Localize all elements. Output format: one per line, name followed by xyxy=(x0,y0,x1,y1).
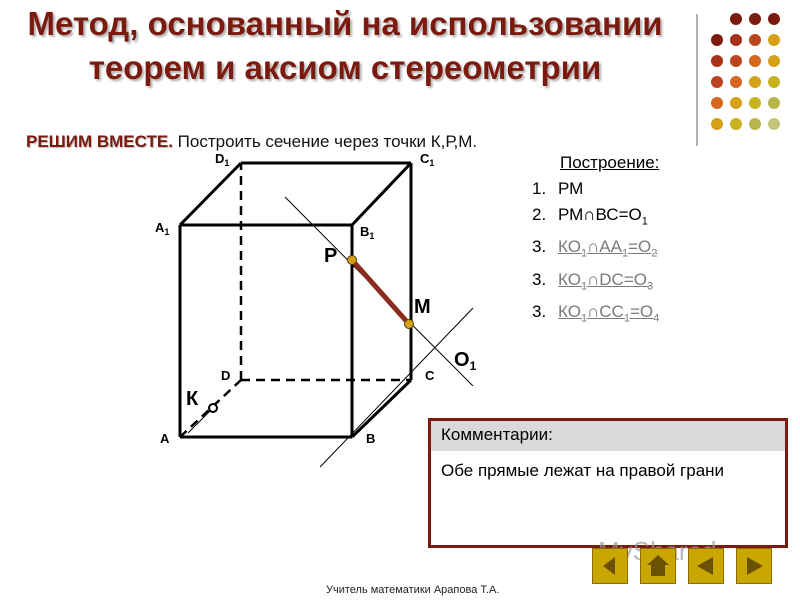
next-arrow-icon xyxy=(747,557,763,575)
step-3a[interactable]: 3.КО1∩АА1=О2 xyxy=(532,237,658,260)
edge-a1d1 xyxy=(178,161,243,227)
footer-author: Учитель математики Арапова Т.А. xyxy=(326,584,500,596)
decorative-dot xyxy=(749,34,761,46)
step-3a-link[interactable]: КО1∩АА1=О2 xyxy=(558,237,658,260)
step-2: 2.РМ∩ВС=О1 xyxy=(532,205,648,228)
cube-visible-edges xyxy=(178,161,413,439)
back-arrow-icon xyxy=(603,557,615,575)
label-o1: О1 xyxy=(454,349,477,373)
decorative-dot xyxy=(768,76,780,88)
decorative-dot xyxy=(749,76,761,88)
decorative-dot xyxy=(730,118,742,130)
label-d: D xyxy=(221,368,230,383)
edge-bc xyxy=(350,378,413,439)
decorative-dot xyxy=(730,97,742,109)
decorative-dot xyxy=(711,118,723,130)
label-k: К xyxy=(186,388,199,410)
comment-header: Комментарии: xyxy=(431,421,785,451)
decorative-dot xyxy=(711,97,723,109)
task-text: Построить сечение через точки К,Р,М. xyxy=(172,132,478,151)
task-lead: РЕШИМ ВМЕСТЕ. xyxy=(26,132,173,151)
step-3b[interactable]: 3.КО1∩DC=О3 xyxy=(532,269,654,293)
label-a: A xyxy=(160,431,170,446)
title-divider xyxy=(696,14,698,146)
label-p: Р xyxy=(324,245,337,267)
label-a1: A1 xyxy=(155,220,169,237)
point-p xyxy=(347,255,357,265)
slide-title: Метод, основанный на использовании теоре… xyxy=(27,5,663,86)
decorative-dot xyxy=(711,76,723,88)
cube-hidden-edges xyxy=(179,163,411,438)
decorative-dot xyxy=(749,97,761,109)
label-c1: C1 xyxy=(420,151,434,168)
steps-header: Построение: xyxy=(560,153,660,172)
decorative-dot xyxy=(730,55,742,67)
step-3c-link[interactable]: КО1∩CC1=О4 xyxy=(558,302,660,325)
step-1: 1.РМ xyxy=(532,179,584,198)
prev-button[interactable] xyxy=(688,548,724,584)
decorative-dot xyxy=(711,34,723,46)
line-ko xyxy=(187,407,214,434)
back-button[interactable] xyxy=(592,548,628,584)
home-button[interactable] xyxy=(640,548,676,584)
decorative-dot xyxy=(768,13,780,25)
decorative-dot xyxy=(730,34,742,46)
navigation-bar xyxy=(590,544,790,584)
segment-pm xyxy=(349,257,412,327)
step-3b-link[interactable]: КО1∩DC=О3 xyxy=(558,269,654,293)
point-m xyxy=(404,319,414,329)
comment-body: Обе прямые лежат на правой грани xyxy=(441,461,725,480)
label-b1: B1 xyxy=(360,224,374,241)
decorative-dot xyxy=(768,97,780,109)
decorative-dot xyxy=(749,55,761,67)
label-b: B xyxy=(366,431,375,446)
prev-arrow-icon xyxy=(697,557,713,575)
construction-steps: Построение: 1.РМ 2.РМ∩ВС=О1 3.КО1∩АА1=О2… xyxy=(532,150,659,332)
line-bc-extended xyxy=(319,307,474,468)
decorative-dot xyxy=(768,55,780,67)
decorative-dot xyxy=(768,34,780,46)
decorative-dot xyxy=(730,13,742,25)
decorative-dot xyxy=(749,118,761,130)
task-statement: РЕШИМ ВМЕСТЕ. Построить сечение через то… xyxy=(26,132,477,152)
decorative-dot xyxy=(730,76,742,88)
label-d1: D1 xyxy=(215,151,229,168)
decorative-dot xyxy=(711,55,723,67)
decorative-dot xyxy=(768,118,780,130)
label-m: М xyxy=(414,296,431,318)
step-3c[interactable]: 3.КО1∩CC1=О4 xyxy=(532,302,660,325)
home-icon xyxy=(647,555,669,576)
edge-b1c1 xyxy=(350,161,413,227)
comment-box: Комментарии: Обе прямые лежат на правой … xyxy=(428,418,788,548)
next-button[interactable] xyxy=(736,548,772,584)
point-k xyxy=(208,403,218,413)
label-c: C xyxy=(425,368,435,383)
decorative-dot xyxy=(749,13,761,25)
decorative-dots xyxy=(711,13,780,130)
